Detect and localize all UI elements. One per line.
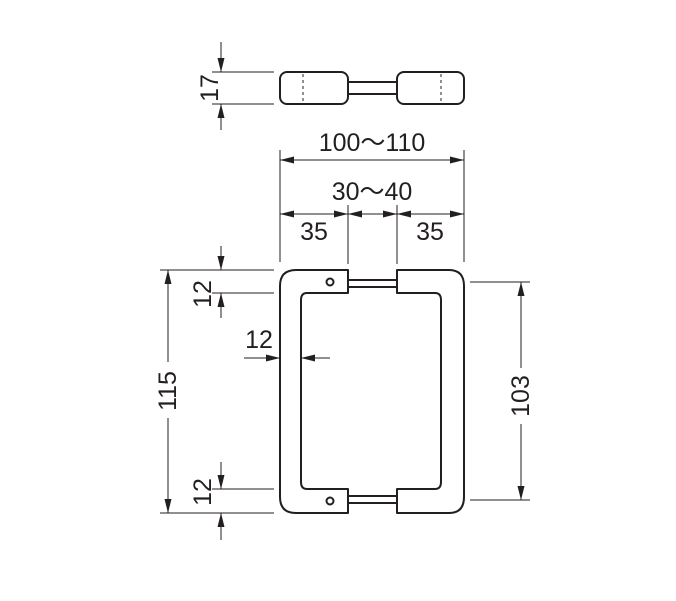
arrow-head (217, 58, 225, 72)
top-view-right-block (396, 71, 465, 105)
dim-overall-height-label: 115 (154, 371, 182, 411)
dim-overall-height: 115 (154, 270, 274, 514)
handle-outer-outline (279, 269, 349, 514)
dim-inner-height: 103 (470, 281, 535, 501)
top-view-left-block (279, 71, 349, 105)
screw-hole-top (325, 277, 335, 287)
arrow-head (217, 104, 225, 118)
dim-right-part-label: 35 (416, 218, 444, 246)
dim-bottom-thickness: 12 (189, 462, 274, 540)
label-background (155, 362, 181, 418)
dim-overall-width: 100～110 (279, 129, 465, 262)
arrow-head (450, 156, 464, 164)
screw-hole-bottom (325, 496, 335, 506)
arrow-head (517, 486, 525, 500)
arrow-head (217, 475, 225, 489)
dim-inner-width-label: 30～40 (332, 178, 413, 206)
dim-side-thickness: 12 (244, 326, 330, 362)
arrow-head (280, 210, 294, 218)
top-view (279, 71, 465, 105)
label-background (508, 368, 534, 424)
arrow-head (301, 354, 315, 362)
arrow-head (217, 293, 225, 307)
arrow-head (348, 210, 362, 218)
arrow-head (334, 210, 348, 218)
arrow-head (217, 256, 225, 270)
arrow-head (266, 354, 280, 362)
dim-inner-width: 30～40 35 35 (280, 178, 464, 264)
arrow-head (164, 499, 172, 513)
arrow-head (280, 156, 294, 164)
front-view (279, 269, 465, 514)
handle-right-outline (396, 269, 465, 514)
dim-bottom-thickness-label: 12 (189, 478, 217, 506)
arrow-head (383, 210, 397, 218)
arrow-head (450, 210, 464, 218)
arrow-head (397, 210, 411, 218)
arrow-head (164, 270, 172, 284)
dim-inner-height-label: 103 (507, 375, 535, 417)
arrow-head (517, 282, 525, 296)
dim-top-height: 17 (196, 42, 274, 130)
dim-top-height-label: 17 (196, 74, 224, 102)
dim-overall-width-label: 100～110 (319, 129, 426, 157)
dim-left-part-label: 35 (300, 218, 328, 246)
arrow-head (217, 513, 225, 527)
dim-top-thickness-label: 12 (189, 280, 217, 308)
dim-top-thickness: 12 (160, 246, 274, 318)
dim-side-thickness-label: 12 (245, 326, 273, 354)
